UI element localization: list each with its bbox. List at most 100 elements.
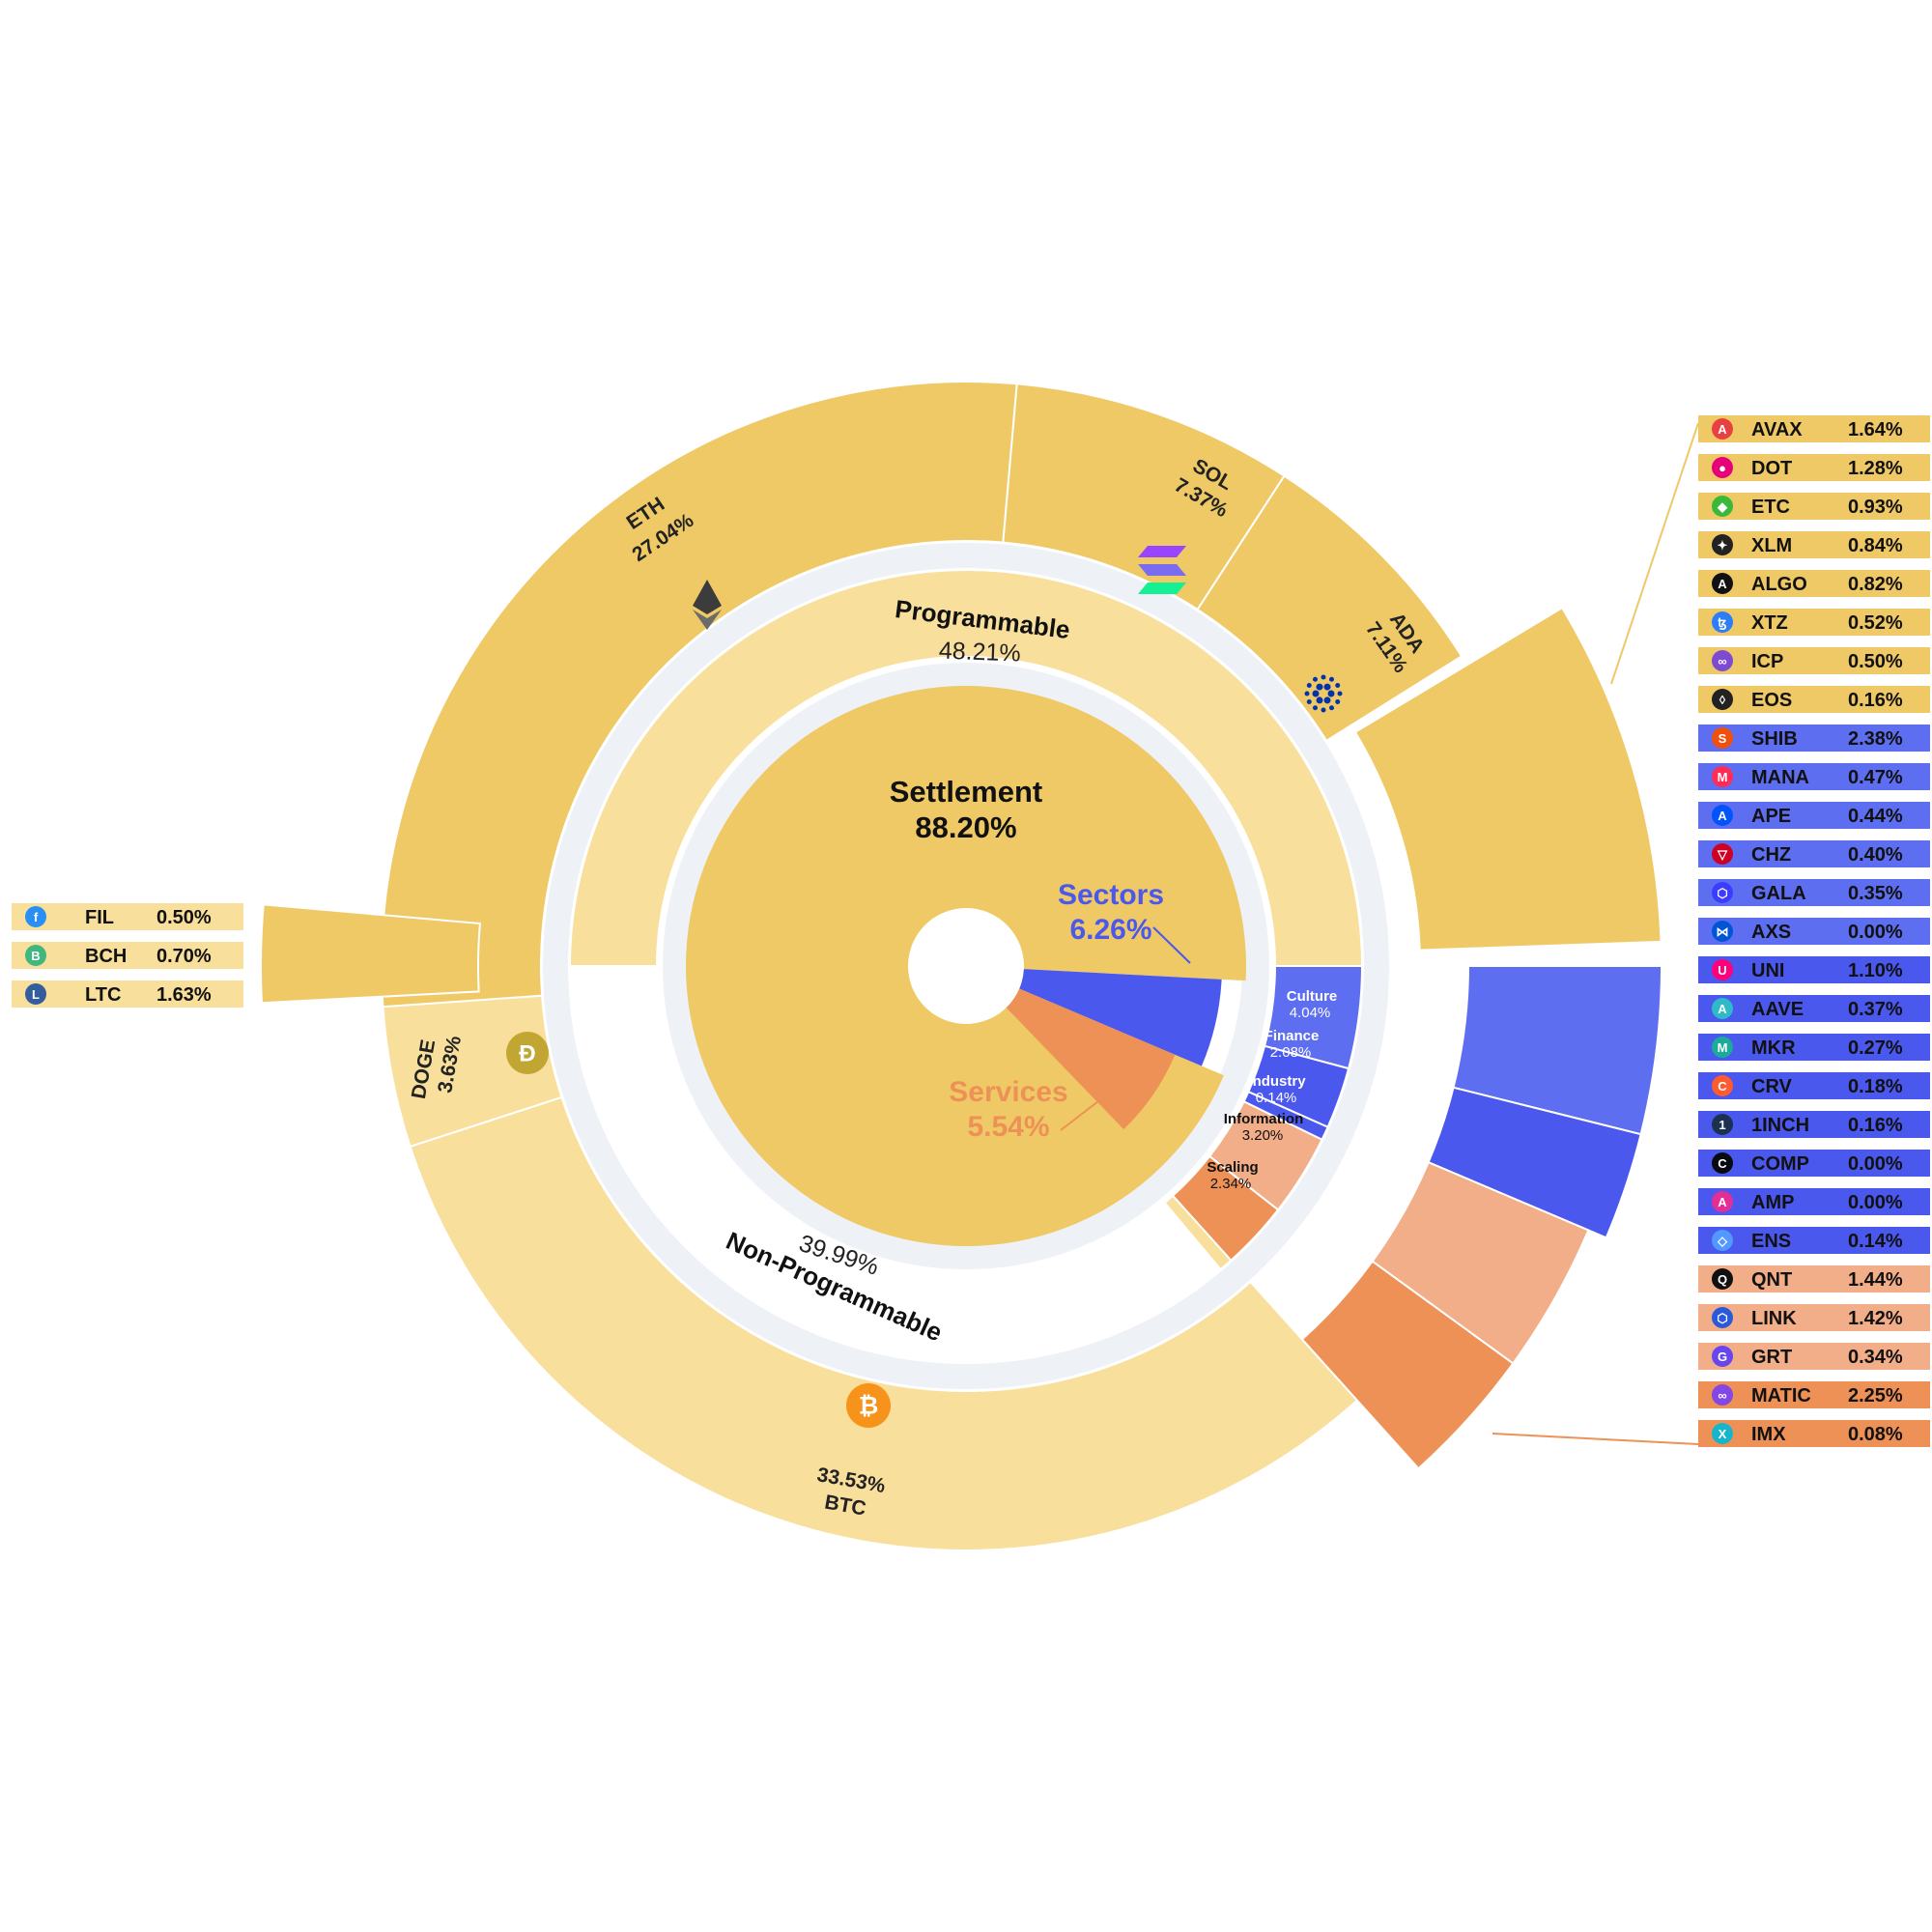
axie-infinity-icon: ⋈ xyxy=(1712,921,1733,942)
legend-value: 0.18% xyxy=(1848,1076,1903,1097)
services-callout-line xyxy=(1060,1091,1112,1131)
legend-symbol: DOT xyxy=(1751,458,1792,479)
svg-text:◆: ◆ xyxy=(1717,499,1728,514)
sectors-callout-label: Sectors xyxy=(1058,879,1164,911)
legend-value: 0.00% xyxy=(1848,1153,1903,1175)
legend-symbol: APE xyxy=(1751,806,1791,827)
svg-text:S: S xyxy=(1719,731,1727,746)
curve-icon: C xyxy=(1712,1075,1733,1096)
legend-symbol: GRT xyxy=(1751,1347,1792,1368)
center-hole xyxy=(912,912,1020,1020)
inner-gap-track xyxy=(663,663,1269,1269)
filecoin-icon: f xyxy=(25,906,46,927)
svg-text:L: L xyxy=(32,987,40,1002)
legend-symbol: SHIB xyxy=(1751,728,1798,750)
ethereum-classic-icon: ◆ xyxy=(1712,496,1733,517)
legend-symbol: IMX xyxy=(1751,1424,1786,1445)
legend-row-background xyxy=(1698,763,1930,790)
legend-symbol: CRV xyxy=(1751,1076,1793,1097)
culture-label: Culture xyxy=(1287,988,1338,1005)
sectors-callout-line xyxy=(1152,926,1191,964)
bitcoin-cash-icon: B xyxy=(25,945,46,966)
legend-symbol: AAVE xyxy=(1751,999,1804,1020)
legend-symbol: MATIC xyxy=(1751,1385,1811,1406)
legend-value: 0.44% xyxy=(1848,806,1903,827)
legend-symbol: LINK xyxy=(1751,1308,1797,1329)
svg-text:C: C xyxy=(1718,1156,1727,1171)
legend-symbol: XTZ xyxy=(1751,612,1788,634)
legend-symbol: ENS xyxy=(1751,1231,1791,1252)
legend-row-background xyxy=(1698,1150,1930,1177)
svg-text:⬡: ⬡ xyxy=(1717,1311,1727,1325)
legend-symbol: FIL xyxy=(85,907,114,928)
legend-value: 0.08% xyxy=(1848,1424,1903,1445)
legend-value: 1.44% xyxy=(1848,1269,1903,1291)
left-legend-row-fil: f FIL 0.50% xyxy=(12,903,243,930)
legend-symbol: AXS xyxy=(1751,922,1791,943)
culture-value: 4.04% xyxy=(1290,1005,1331,1021)
ext-programmable-small-coins xyxy=(1353,606,1662,952)
legend-row-background xyxy=(1698,1111,1930,1138)
ext-scaling-coins xyxy=(1300,1260,1515,1470)
legend-row-background xyxy=(1698,802,1930,829)
inner-sectors-slice xyxy=(1019,969,1222,1066)
legend-row-background xyxy=(1698,454,1930,481)
tezos-icon: ꜩ xyxy=(1712,611,1733,633)
legend-symbol: AVAX xyxy=(1751,419,1803,440)
programmable-connector-line xyxy=(1610,422,1699,685)
legend-row-background xyxy=(1698,686,1930,713)
svg-text:◇: ◇ xyxy=(1717,1234,1728,1248)
svg-text:A: A xyxy=(1718,1002,1727,1016)
services-callout-value: 5.54% xyxy=(967,1111,1049,1143)
legend-row-background xyxy=(1698,415,1930,442)
legend-row-background xyxy=(1698,647,1930,674)
legend-value: 0.84% xyxy=(1848,535,1903,556)
legend-row-background xyxy=(1698,1188,1930,1215)
svg-text:C: C xyxy=(1718,1079,1727,1094)
chainlink-icon: ⬡ xyxy=(1712,1307,1733,1328)
legend-row-background xyxy=(1698,840,1930,867)
legend-value: 0.16% xyxy=(1848,1115,1903,1136)
ethereum-icon xyxy=(693,580,722,630)
bitcoin-icon: ₿ xyxy=(846,1383,891,1428)
1inch-icon: 1 xyxy=(1712,1114,1733,1135)
sectors-callout-value: 6.26% xyxy=(1069,914,1151,946)
quant-icon: Q xyxy=(1712,1268,1733,1290)
legend-value: 2.25% xyxy=(1848,1385,1903,1406)
legend-symbol: XLM xyxy=(1751,535,1792,556)
eos-icon: ◊ xyxy=(1712,689,1733,710)
legend-row-background xyxy=(12,903,243,930)
the-graph-icon: G xyxy=(1712,1346,1733,1367)
legend-value: 0.70% xyxy=(156,946,212,967)
internet-computer-icon: ∞ xyxy=(1712,650,1733,671)
programmable-value: 48.21% xyxy=(938,638,1021,668)
legend-value: 0.16% xyxy=(1848,690,1903,711)
scaling-label: Scaling xyxy=(1207,1159,1258,1176)
svg-text:A: A xyxy=(1718,809,1727,823)
legend-value: 1.10% xyxy=(1848,960,1903,981)
legend-row-background xyxy=(1698,956,1930,983)
svg-text:Q: Q xyxy=(1718,1272,1727,1287)
solana-icon xyxy=(1138,546,1186,594)
legend-row-background xyxy=(1698,1343,1930,1370)
legend-row-background xyxy=(1698,609,1930,636)
inner-services-slice xyxy=(1006,988,1176,1130)
cardano-icon xyxy=(1304,674,1343,713)
legend-value: 0.34% xyxy=(1848,1347,1903,1368)
coin-icon-layer: Đ₿ xyxy=(506,546,1343,1428)
legend-row-background xyxy=(1698,1420,1930,1447)
legend-value: 0.82% xyxy=(1848,574,1903,595)
legend-value: 0.50% xyxy=(156,907,212,928)
